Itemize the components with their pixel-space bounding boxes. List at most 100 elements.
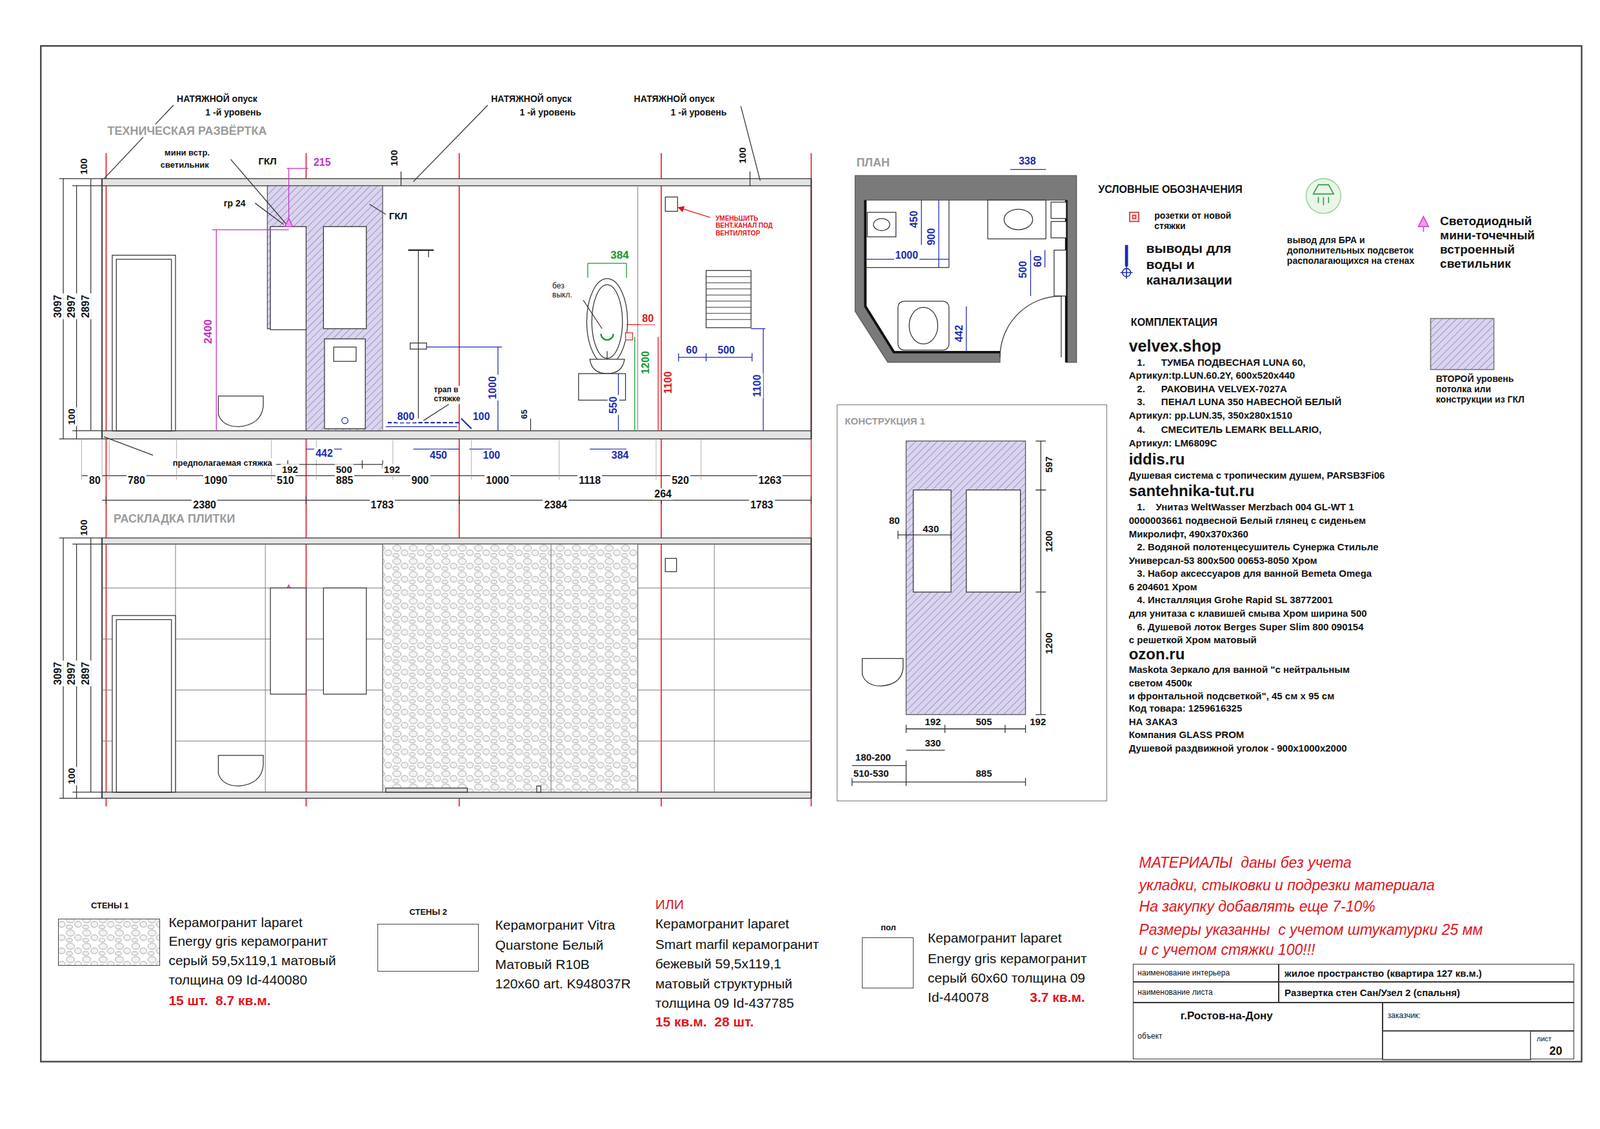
annotation-text: Maskota Зеркало для ванной "с нейтральны… — [1127, 663, 1351, 675]
node-heading: пол — [879, 922, 898, 933]
dimension-label: 100 — [65, 766, 77, 786]
wall-elevation — [323, 226, 366, 329]
floor-plan — [987, 200, 1046, 239]
annotation-text: без выкл. — [550, 281, 587, 300]
wall-elevation — [408, 249, 435, 251]
annotation-text: ГКЛ — [387, 210, 409, 222]
dimension-label: 500 — [716, 344, 737, 357]
dimension-label: 885 — [334, 474, 355, 487]
annotation-text: серый 60х60 толщина 09 — [926, 970, 1087, 986]
wall-elevation — [740, 106, 760, 182]
construction-section — [852, 781, 1026, 782]
dimension-lines — [212, 168, 936, 593]
dimension-label: 100 — [78, 156, 90, 176]
annotation-text: мини встр. — [163, 148, 211, 159]
wall-elevation — [270, 226, 306, 330]
dimension-lines — [59, 168, 937, 799]
annotation-text: Код товара: 1259616325 — [1127, 702, 1244, 714]
wall-elevation — [101, 105, 811, 456]
wall-elevation — [218, 396, 264, 427]
dimension-label: 65 — [519, 408, 530, 420]
dimension-lines — [625, 263, 627, 278]
wall-elevation — [230, 159, 286, 224]
wall-elevation — [333, 347, 357, 362]
dimension-label: 100 — [471, 410, 492, 422]
dimension-label: 500 — [1017, 259, 1030, 280]
node-text: г.Ростов-на-Дону — [1179, 1010, 1275, 1024]
annotation-text: 120х60 art. K948037R — [494, 976, 633, 992]
dimension-lines — [59, 438, 102, 440]
construction-section — [966, 489, 1021, 592]
title-cell: наименование листа — [1132, 981, 1279, 1003]
dimension-lines — [81, 438, 702, 480]
annotation-text: светом 4500к — [1127, 677, 1194, 689]
construction-section — [905, 441, 1026, 715]
material-swatch: пол — [861, 937, 913, 989]
annotation-text: для унитаза с клавишей смыва Хром ширина… — [1127, 607, 1369, 619]
legend-symbols — [1305, 178, 1341, 214]
annotation-text: Душевой раздвижной уголок - 900х1000х200… — [1127, 742, 1349, 754]
sheet-frame — [40, 45, 1582, 1062]
wall-elevation — [381, 250, 383, 431]
node-heading: СТЕНЫ 2 — [407, 907, 449, 918]
annotation-text: УМЕНЬШИТЬ ВЕНТ.КАНАЛ ПОД ВЕНТИЛЯТОР — [714, 214, 787, 237]
dimension-label: 80 — [640, 312, 655, 324]
dimension-label: 900 — [925, 227, 938, 248]
dimension-label: 100 — [388, 149, 400, 168]
dimension-lines — [59, 537, 102, 539]
dimension-label: 60 — [1031, 254, 1044, 269]
wall-elevation — [410, 343, 427, 350]
dimension-lines — [385, 426, 458, 428]
material-swatches — [58, 918, 160, 966]
dimension-label: 1263 — [757, 474, 784, 487]
floor-plan — [1010, 169, 1046, 170]
dimension-label: 520 — [670, 474, 691, 487]
title-cell: жилое пространство (квартира 127 кв.м.) — [1278, 963, 1575, 982]
dimension-label: 384 — [609, 249, 630, 262]
dimension-label: 264 — [652, 488, 673, 500]
floor-plan — [865, 200, 1000, 353]
floor-plan — [1044, 250, 1046, 268]
dimension-label: 192 — [923, 716, 942, 728]
dimension-label: 1783 — [749, 499, 775, 511]
construction-section — [852, 441, 1047, 787]
dimension-label: 1118 — [577, 474, 602, 487]
annotation-text: Универсал-53 800х500 00653-8050 Хром — [1127, 554, 1319, 566]
annotation-text: 2. Водяной полотенцесушитель Сунержа Сти… — [1135, 541, 1380, 553]
floor-plan — [1050, 201, 1067, 219]
dimension-lines — [587, 263, 627, 264]
annotation-text: толщина 09 Id-440080 — [167, 972, 309, 988]
annotation-text: Размеры указанны с учетом штукатурки 25 … — [1138, 921, 1485, 939]
annotation-text: и с учетом стяжки 100!!! — [1138, 940, 1317, 958]
tile-layout — [101, 538, 811, 799]
dimension-lines — [72, 791, 102, 793]
tile-layout — [810, 538, 812, 799]
dimension-label: 597 — [1043, 454, 1055, 474]
dimension-label: 1000 — [894, 249, 920, 261]
dimension-lines — [678, 352, 679, 362]
legend-text: вывод для БРА и дополнительных подсветок… — [1285, 234, 1427, 266]
annotation-text: трап в стяжке — [432, 386, 481, 405]
annotation-text: ozon.ru — [1127, 645, 1187, 664]
dimension-label: 442 — [953, 323, 966, 344]
wall-elevation — [101, 430, 811, 440]
floor-plan — [1030, 250, 1031, 297]
dimension-lines — [678, 356, 753, 358]
tile-layout — [101, 538, 811, 544]
node-heading: объект — [1136, 1032, 1164, 1042]
dimension-label: 2997 — [65, 293, 78, 320]
dimension-lines — [751, 352, 753, 362]
title-cell: объект г.Ростов-на-Дону — [1132, 1002, 1384, 1060]
annotation-text: матовый структурный — [654, 976, 794, 992]
annotation-text: 6. Душевой лоток Berges Super Slim 800 0… — [1135, 621, 1365, 633]
annotation-text: ИЛИ — [654, 896, 686, 913]
legend-text: Светодиодный мини-точечный встроенный св… — [1438, 214, 1570, 271]
sheet-frame — [1382, 1030, 1531, 1060]
wall-elevation — [677, 206, 685, 213]
legend-text: розетки от новой стяжки — [1152, 210, 1238, 231]
tile-layout — [101, 538, 103, 799]
annotation-text: 4. Инсталляция Grohe Rapid SL 38772001 — [1135, 594, 1335, 606]
wall-elevation — [601, 333, 614, 340]
annotation-text: 3.7 кв.м. — [1028, 989, 1087, 1006]
